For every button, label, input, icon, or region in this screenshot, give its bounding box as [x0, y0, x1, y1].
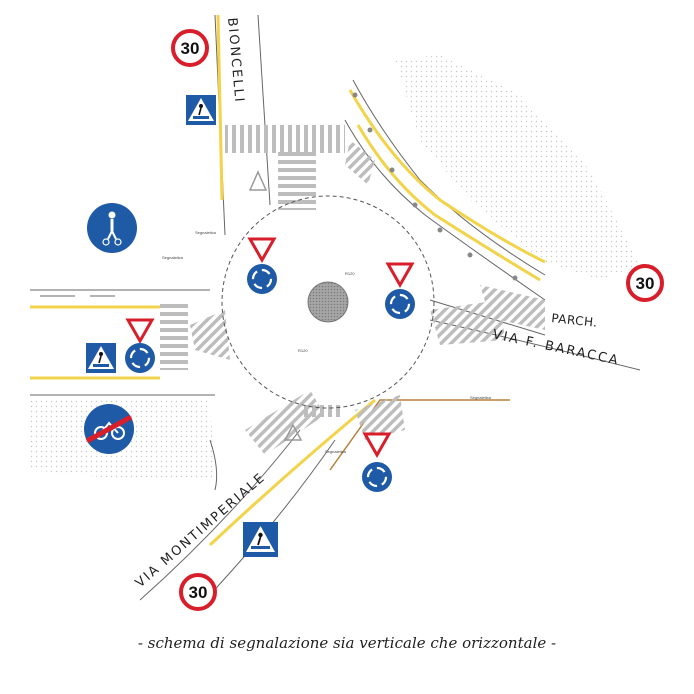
road-edges — [30, 14, 641, 601]
pedestrian-crossing-sign — [186, 95, 216, 125]
parking-label: PARCH. — [551, 311, 599, 330]
give-way-sign — [247, 237, 277, 264]
road-name-east: VIA F. BARACCA — [491, 327, 621, 369]
give-way-sign — [125, 318, 155, 345]
speed-limit-value: 30 — [636, 274, 655, 293]
roundabout-sign — [125, 343, 155, 373]
roundabout-sign — [385, 289, 415, 319]
road-name-north: BIONCELLI — [224, 17, 246, 104]
parking-markers — [352, 92, 518, 281]
pedestrian-cycle-path-sign — [87, 203, 137, 253]
yellow-lines — [30, 14, 546, 547]
end-cycle-path-sign — [84, 404, 134, 454]
speed-limit-30-sign: 30 — [179, 573, 217, 611]
speed-limit-value: 30 — [181, 39, 200, 58]
small-label: Segnaletica — [195, 230, 217, 235]
roundabout-ring — [221, 195, 435, 409]
pedestrian-crossing-sign — [86, 343, 116, 373]
roundabout-sign — [362, 462, 392, 492]
service-line — [329, 399, 510, 471]
give-way-sign — [362, 432, 392, 459]
small-labels: Segnaletica Segnaletica Segnaletica Segn… — [162, 230, 492, 454]
speed-limit-30-sign: 30 — [171, 29, 209, 67]
small-label: R120 — [298, 348, 308, 353]
pedestrian-crossing-sign — [243, 522, 278, 557]
roundabout-sign — [247, 264, 277, 294]
small-label: Segnaletica — [470, 395, 492, 400]
road-arrows — [40, 170, 303, 441]
small-label: R120 — [345, 271, 355, 276]
caption: - schema di segnalazione sia verticale c… — [137, 634, 557, 652]
give-way-roundabout-signs — [385, 262, 415, 319]
speed-limit-value: 30 — [189, 583, 208, 602]
crosswalks — [160, 125, 545, 455]
give-way-roundabout-signs — [125, 318, 155, 373]
small-label: Segnaletica — [325, 449, 347, 454]
small-label: Segnaletica — [162, 255, 184, 260]
give-way-roundabout-signs — [362, 432, 392, 492]
speed-limit-30-sign: 30 — [626, 264, 664, 302]
give-way-roundabout-signs — [247, 237, 277, 294]
give-way-sign — [385, 262, 415, 289]
central-island — [307, 281, 349, 323]
